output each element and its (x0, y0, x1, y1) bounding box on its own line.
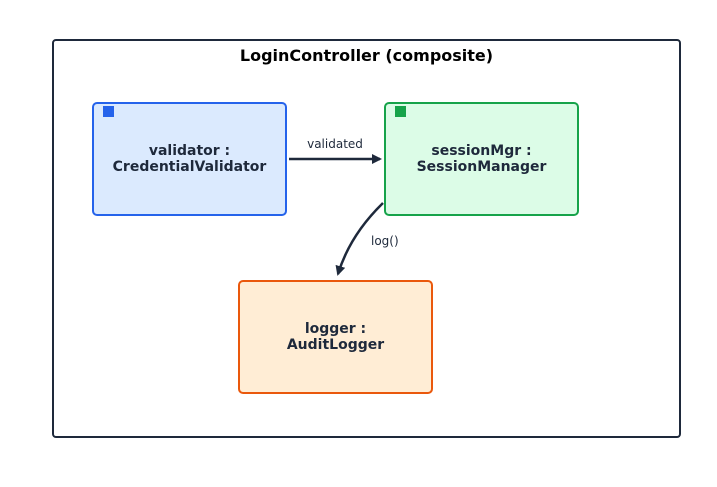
connector-log-label: log() (371, 234, 399, 248)
part-session-name: sessionMgr : (431, 143, 532, 159)
connector-validated-label: validated (307, 137, 363, 151)
composite-title: LoginController (composite) (239, 46, 494, 65)
composite-frame: LoginController (composite) (52, 39, 681, 438)
part-session-manager[interactable]: sessionMgr : SessionManager (384, 102, 579, 216)
part-port-icon (103, 106, 114, 117)
connector-log-arrow[interactable] (335, 202, 384, 276)
part-validator-name: validator : (148, 143, 231, 159)
part-session-type: SessionManager (416, 159, 547, 175)
part-logger-type: AuditLogger (286, 337, 385, 353)
part-logger-name: logger : (304, 321, 367, 337)
part-port-icon (395, 106, 406, 117)
part-audit-logger[interactable]: logger : AuditLogger (238, 280, 433, 394)
part-validator[interactable]: validator : CredentialValidator (92, 102, 287, 216)
part-validator-type: CredentialValidator (112, 159, 267, 175)
